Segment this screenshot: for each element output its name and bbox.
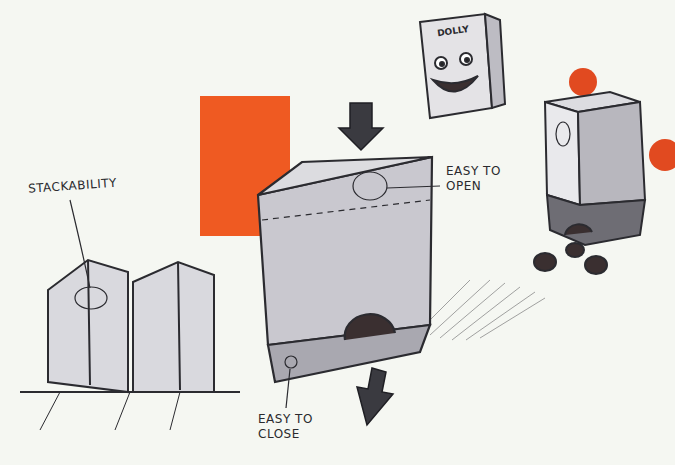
leader-lines-part <box>70 200 90 288</box>
sketch-annotation: STACKABILITY <box>28 174 139 197</box>
shadow-hatch-part <box>430 280 490 335</box>
dolly-box-part <box>420 14 492 118</box>
leader-lines <box>70 186 440 408</box>
stack-houses-part <box>75 287 107 309</box>
stack-houses-part <box>178 262 180 390</box>
sketch-annotation: EASY TO CLOSE <box>258 412 328 442</box>
press-arrows-part <box>339 103 383 150</box>
sketch-annotation: EASY TO OPEN <box>446 164 514 194</box>
stack-houses-part <box>40 392 60 430</box>
dolly-box-right-part <box>566 243 584 257</box>
dolly-box-part <box>440 62 444 66</box>
stack-houses-part <box>133 262 214 392</box>
main-box-part <box>285 356 297 368</box>
dolly-box-right-part <box>545 102 580 205</box>
face-box: DOLLY <box>424 26 482 36</box>
dolly-box-right-part <box>578 102 645 205</box>
main-box-part <box>262 200 430 220</box>
main-box-part <box>258 157 432 195</box>
main-box-part <box>258 157 432 345</box>
dolly-box-part <box>460 53 472 65</box>
dolly-box-right-part <box>534 253 556 271</box>
main-box-part <box>353 172 387 200</box>
stack-houses <box>20 260 240 430</box>
shadow-hatch-part <box>466 292 535 340</box>
stack-houses-part <box>115 392 130 430</box>
main-box <box>258 157 432 382</box>
dolly-box-right-part <box>585 256 607 274</box>
leader-lines-part <box>286 369 290 408</box>
dolly-box-right-part <box>569 68 597 96</box>
shadow-hatch-part <box>440 283 505 338</box>
dolly-box-part <box>485 14 505 108</box>
shadow-hatch <box>420 280 545 340</box>
main-box-part <box>345 314 395 340</box>
shadow-hatch-part <box>480 298 545 338</box>
press-arrows-part <box>357 368 393 425</box>
stack-houses-part <box>170 392 180 430</box>
dolly-box-part <box>465 58 469 62</box>
dolly-box-right-part <box>649 139 675 171</box>
dolly-box <box>420 14 505 118</box>
dolly-box-right-part <box>565 224 592 235</box>
leader-lines-part <box>387 186 440 188</box>
dolly-box-part <box>435 57 447 69</box>
press-arrows <box>339 103 393 425</box>
dolly-box-right-part <box>556 122 570 146</box>
dolly-box-right <box>534 68 675 274</box>
shadow-hatch-part <box>452 287 520 340</box>
dolly-box-right-part <box>547 195 645 245</box>
dolly-box-part <box>433 76 478 92</box>
